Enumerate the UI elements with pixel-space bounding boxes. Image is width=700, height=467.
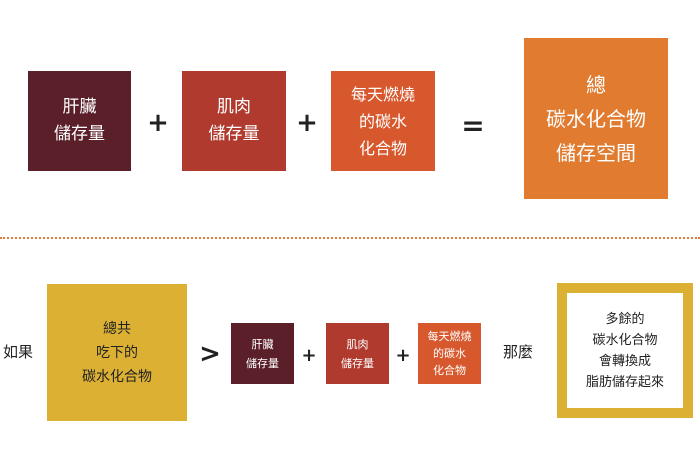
eaten-total-box: 總共 吃下的 碳水化合物 xyxy=(47,284,187,421)
plus-sign: + xyxy=(296,108,318,138)
fat-conversion-inner: 多餘的 碳水化合物 會轉換成 脂肪儲存起來 xyxy=(567,293,683,408)
plus-sign: + xyxy=(147,108,169,138)
equals-sign: = xyxy=(461,108,485,142)
fat-conversion-line-4: 脂肪儲存起來 xyxy=(585,374,664,390)
liver-storage-line-1: 肝臟 xyxy=(62,97,97,117)
liver-storage-small-box: 肝臟 儲存量 xyxy=(231,323,294,384)
fat-conversion-box: 多餘的 碳水化合物 會轉換成 脂肪儲存起來 xyxy=(557,283,693,418)
daily-burn-small-line-1: 每天燃燒 xyxy=(427,330,472,343)
muscle-storage-small-box: 肌肉 儲存量 xyxy=(326,323,389,384)
fat-conversion-line-2: 碳水化合物 xyxy=(592,332,658,348)
liver-storage-small-line-2: 儲存量 xyxy=(246,356,279,370)
muscle-storage-box: 肌肉 儲存量 xyxy=(182,71,286,171)
total-storage-line-2: 碳水化合物 xyxy=(546,106,646,131)
muscle-storage-line-2: 儲存量 xyxy=(208,124,260,144)
muscle-storage-small-line-1: 肌肉 xyxy=(346,337,369,351)
daily-burn-line-3: 化合物 xyxy=(358,138,407,158)
daily-burn-line-1: 每天燃燒 xyxy=(350,84,415,104)
daily-burn-small-box: 每天燃燒 的碳水 化合物 xyxy=(418,323,481,384)
plus-sign: + xyxy=(395,344,411,366)
liver-storage-small-line-1: 肝臟 xyxy=(251,337,274,351)
then-label: 那麼 xyxy=(503,343,534,361)
daily-burn-line-2: 的碳水 xyxy=(358,111,407,131)
eaten-total-line-1: 總共 xyxy=(103,320,131,337)
daily-burn-box: 每天燃燒 的碳水 化合物 xyxy=(331,71,435,171)
daily-burn-small-line-3: 化合物 xyxy=(433,364,466,377)
daily-burn-small-line-2: 的碳水 xyxy=(433,347,466,360)
fat-conversion-line-1: 多餘的 xyxy=(605,311,645,327)
muscle-storage-small-line-2: 儲存量 xyxy=(341,356,374,370)
liver-storage-line-2: 儲存量 xyxy=(54,124,105,144)
liver-storage-box: 肝臟 儲存量 xyxy=(28,71,131,171)
plus-sign: + xyxy=(301,344,317,366)
dotted-divider xyxy=(0,237,700,239)
eaten-total-line-2: 吃下的 xyxy=(96,344,138,361)
if-label: 如果 xyxy=(3,343,34,361)
fat-conversion-line-3: 會轉換成 xyxy=(598,353,651,369)
muscle-storage-line-1: 肌肉 xyxy=(217,97,251,117)
total-storage-line-1: 總 xyxy=(586,72,606,97)
eaten-total-line-3: 碳水化合物 xyxy=(82,368,152,385)
greater-than-sign: > xyxy=(199,339,221,369)
total-storage-box: 總 碳水化合物 儲存空間 xyxy=(524,38,668,199)
total-storage-line-3: 儲存空間 xyxy=(556,140,636,165)
